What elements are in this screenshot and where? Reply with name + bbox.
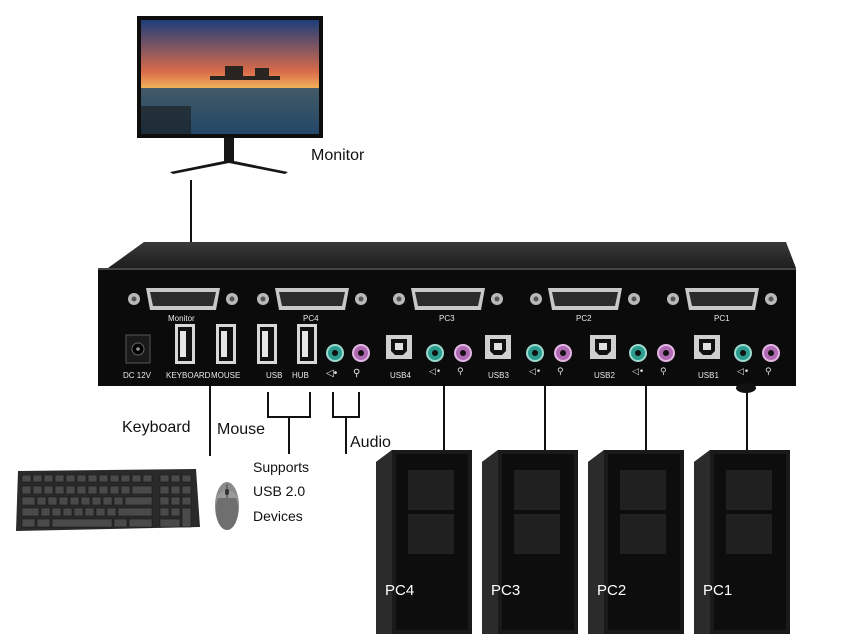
pc3-label: PC3	[491, 582, 521, 599]
usb-hub-label-usb: USB	[266, 371, 283, 380]
mouse-illustration	[215, 482, 239, 530]
dc-power-jack	[125, 334, 151, 364]
usb-b-port-pc3	[485, 335, 511, 359]
usb1-label: USB1	[698, 371, 719, 380]
usb-b-port-pc2	[590, 335, 616, 359]
audio-jacks-pc3: ◁• ⚲	[526, 344, 572, 377]
pc3-tower	[482, 450, 578, 634]
audio-bracket-left	[332, 392, 334, 417]
pc2-cable	[645, 386, 647, 452]
dvi-label-monitor: Monitor	[168, 314, 195, 323]
audio-jacks-pc2: ◁• ⚲	[629, 344, 675, 377]
pc1-label: PC1	[703, 582, 733, 599]
pc4-label: PC4	[385, 582, 415, 599]
dc-label: DC 12V	[123, 371, 152, 380]
pc2-label: PC2	[597, 582, 627, 599]
usb-b-port-pc4	[386, 335, 412, 359]
usb2-label: USB2	[594, 371, 615, 380]
audio-jacks-pc1: ◁• ⚲	[734, 344, 780, 377]
usb-port-keyboard	[175, 324, 195, 364]
monitor-illustration	[137, 16, 323, 174]
pc3-cable	[544, 386, 546, 452]
usb-bracket-stem	[288, 416, 290, 454]
monitor-label: Monitor	[311, 147, 365, 164]
usb-port-mouse	[216, 324, 236, 364]
audio-label: Audio	[350, 434, 391, 451]
audio-jack-mic-hub	[352, 344, 370, 362]
usb-support-line-3: Devices	[253, 508, 303, 524]
svg-text:⚲: ⚲	[765, 367, 772, 377]
mic-icon: ⚲	[353, 368, 361, 379]
keyboard-label: Keyboard	[122, 419, 191, 436]
svg-text:◁•: ◁•	[529, 367, 541, 377]
dvi-port-pc1	[667, 288, 777, 310]
audio-bracket-right	[358, 392, 360, 417]
dvi-port-monitor	[128, 288, 238, 310]
keyboard-illustration	[16, 469, 200, 531]
audio-jacks-pc4: ◁• ⚲	[426, 344, 472, 377]
dvi-label-pc1: PC1	[714, 314, 730, 323]
usb-support-line-1: Supports	[253, 459, 310, 475]
usb-bracket-right	[309, 392, 311, 417]
keyboard-port-label: KEYBOARD	[166, 371, 211, 380]
audio-jack-speaker-hub	[326, 344, 344, 362]
mouse-cable	[209, 386, 211, 456]
svg-text:◁•: ◁•	[632, 367, 644, 377]
dvi-port-pc2	[530, 288, 640, 310]
dvi-label-pc4: PC4	[303, 314, 319, 323]
usb3-label: USB3	[488, 371, 509, 380]
speaker-icon: ◁•	[326, 368, 338, 379]
mouse-label: Mouse	[217, 421, 266, 438]
svg-text:⚲: ⚲	[660, 367, 667, 377]
dvi-port-pc4	[257, 288, 367, 310]
dvi-label-pc2: PC2	[576, 314, 592, 323]
pc1-cable	[746, 386, 748, 452]
pc4-tower	[376, 450, 472, 634]
usb-support-line-2: USB 2.0	[253, 483, 306, 499]
dvi-port-pc3	[393, 288, 503, 310]
kvm-switch-chassis	[98, 242, 796, 393]
monitor-cable	[190, 180, 192, 263]
usb-port-hub-2	[297, 324, 317, 364]
usb-port-hub-1	[257, 324, 277, 364]
svg-text:◁•: ◁•	[737, 367, 749, 377]
usb-b-port-pc1	[694, 335, 720, 359]
svg-text:⚲: ⚲	[557, 367, 564, 377]
svg-text:◁•: ◁•	[429, 367, 441, 377]
pc4-cable	[443, 386, 445, 452]
usb-bracket-left	[267, 392, 269, 417]
audio-bracket-stem	[345, 416, 347, 454]
svg-text:⚲: ⚲	[457, 367, 464, 377]
pc2-tower	[588, 450, 684, 634]
usb-hub-label-hub: HUB	[292, 371, 309, 380]
mouse-port-label: MOUSE	[211, 371, 241, 380]
dvi-label-pc3: PC3	[439, 314, 455, 323]
usb4-label: USB4	[390, 371, 411, 380]
pc1-tower	[694, 450, 790, 634]
